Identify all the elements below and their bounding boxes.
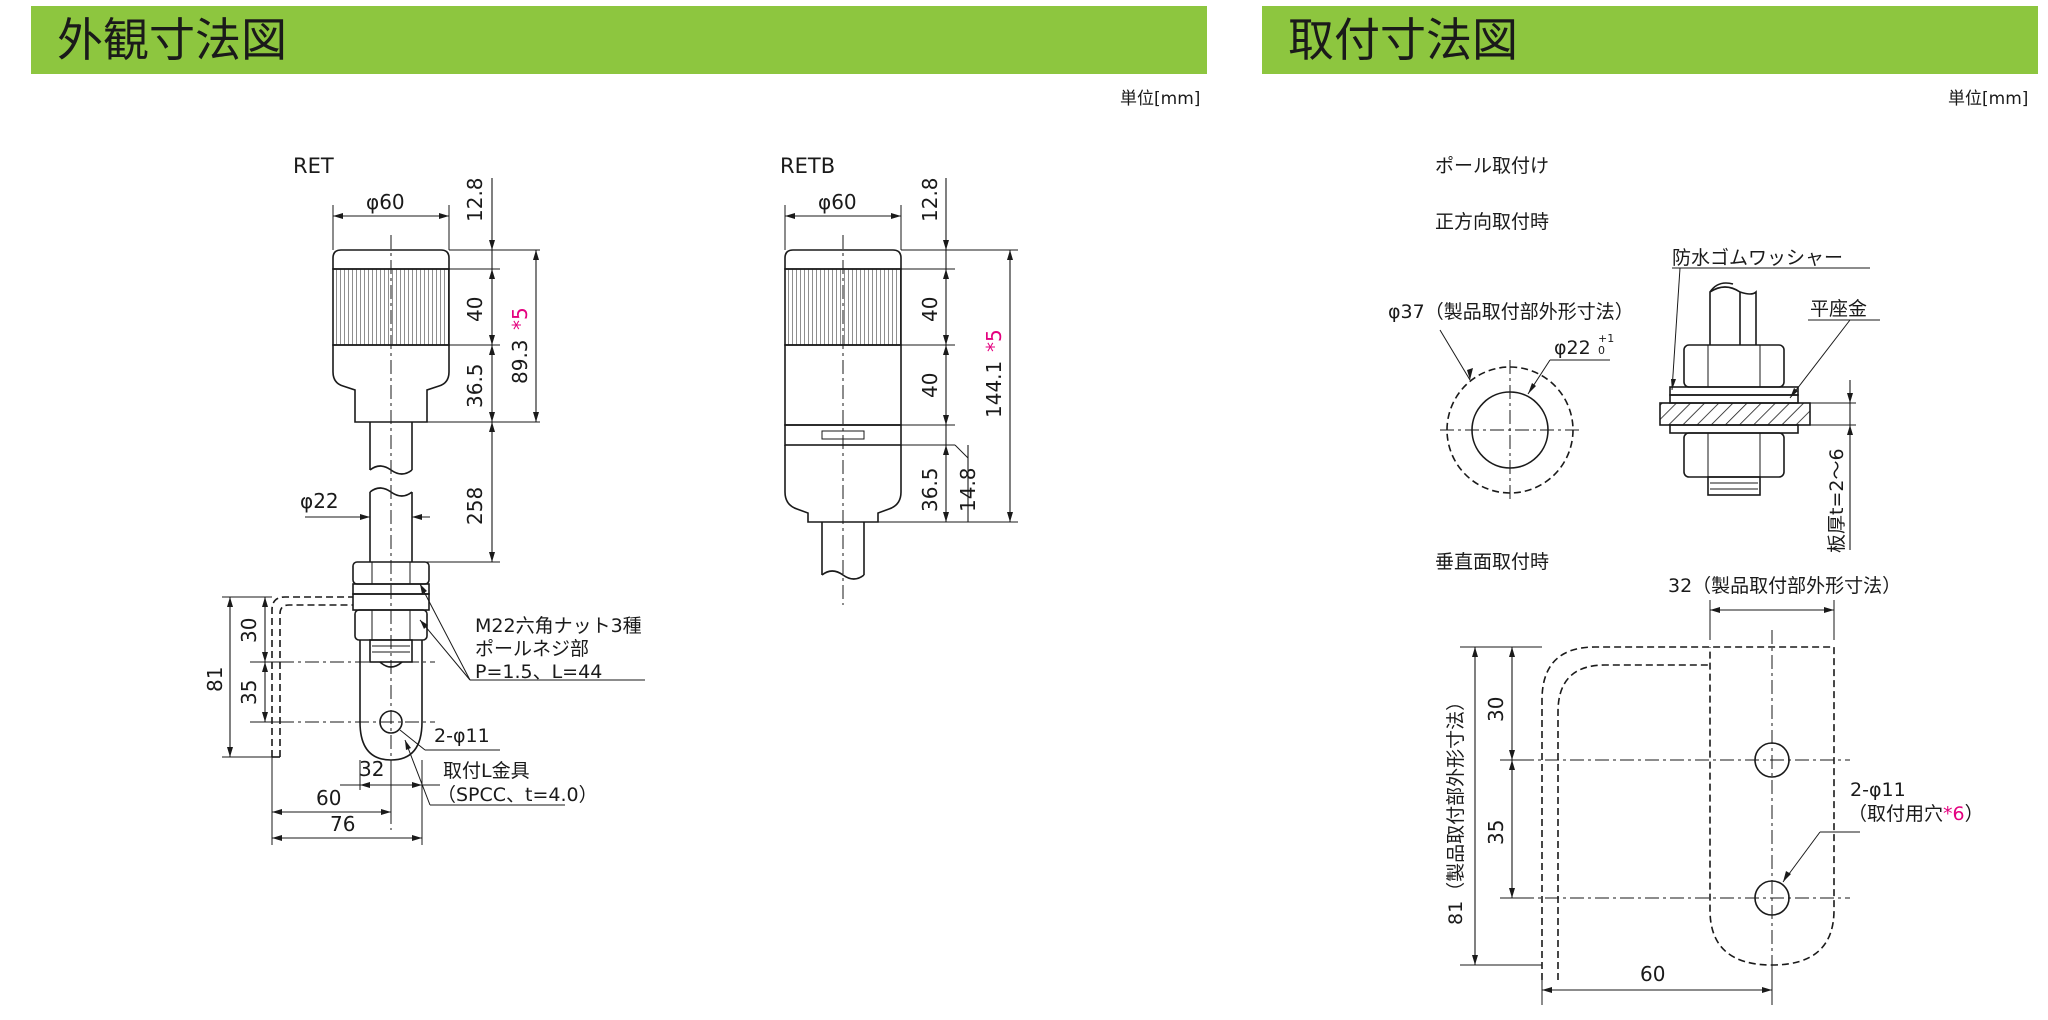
ret-drawing: RET xyxy=(203,154,645,845)
ret-note-mark: *5 xyxy=(508,307,532,330)
retb-lens-1 xyxy=(784,268,902,346)
ret-dim-32: 32 xyxy=(359,757,384,781)
vert-dim-35: 35 xyxy=(1484,820,1508,845)
ret-bracket-side xyxy=(271,596,353,757)
ret-dim-lens: 40 xyxy=(463,297,487,322)
ret-dim-pole: 258 xyxy=(463,487,487,525)
section-washer xyxy=(1669,386,1799,396)
flat-washer-label: 平座金 xyxy=(1810,298,1867,320)
retb-buzzer xyxy=(784,424,902,446)
retb-dim-total: 144.1 xyxy=(982,361,1006,418)
ret-thread-spec: P=1.5、L=44 xyxy=(475,661,602,683)
section-plate xyxy=(1659,402,1811,426)
right-title-banner: 取付寸法図 xyxy=(1262,6,2038,74)
ret-dim-35: 35 xyxy=(237,680,261,705)
front-mount-label: 正方向取付時 xyxy=(1435,211,1549,233)
ret-dim-60: 60 xyxy=(316,786,341,810)
section-pole xyxy=(1709,286,1757,345)
retb-dim-lens-2: 40 xyxy=(918,373,942,398)
ret-top-cap xyxy=(332,249,450,270)
bracket-hole-1 xyxy=(1754,742,1790,778)
vert-hole-label: 2-φ11 xyxy=(1850,779,1906,801)
vertical-mount-label: 垂直面取付時 xyxy=(1435,551,1549,573)
vert-hole-note: （取付用穴*6） xyxy=(1848,803,1984,825)
ret-model-label: RET xyxy=(293,154,334,178)
ret-thread-label: ポールネジ部 xyxy=(475,638,589,660)
ret-dia-pole: φ22 xyxy=(300,489,339,513)
retb-body xyxy=(784,445,902,523)
ret-hole-label: 2-φ11 xyxy=(434,725,490,747)
retb-model-label: RETB xyxy=(780,154,835,178)
bracket-hole-2 xyxy=(1754,880,1790,916)
pole-mount-label: ポール取付け xyxy=(1435,155,1549,177)
ret-dim-81: 81 xyxy=(203,667,227,692)
ret-dim-30: 30 xyxy=(237,618,261,643)
ret-lens xyxy=(332,268,450,346)
ret-pole-lower xyxy=(369,492,413,562)
retb-note-mark: *5 xyxy=(982,329,1006,352)
vertical-mount-drawing: 垂直面取付時 32（製品取付部外形寸法） 81（製品取付部外形寸法） 30 35… xyxy=(1435,551,1984,1005)
right-unit-label: 単位[mm] xyxy=(1948,89,2029,109)
retb-top-cap xyxy=(784,249,902,270)
retb-dim-small: 14.8 xyxy=(956,467,980,512)
ret-bracket-spec: （SPCC、t=4.0） xyxy=(437,784,598,806)
ret-dim-76: 76 xyxy=(330,812,355,836)
pole-mount-drawing: ポール取付け 正方向取付時 φ37（製品取付部外形寸法） φ22 +1 0 xyxy=(1388,155,1880,553)
plate-thickness-label: 板厚t=2～6 xyxy=(1826,448,1848,553)
right-panel-title: 取付寸法図 xyxy=(1288,13,1518,67)
hole-inner-label: φ22 xyxy=(1554,337,1591,359)
ret-pole-upper xyxy=(369,422,413,470)
vert-dim-30: 30 xyxy=(1484,697,1508,722)
width-label: 32（製品取付部外形寸法） xyxy=(1668,575,1901,597)
ret-dim-total: 89.3 xyxy=(508,339,532,384)
retb-drawing: RETB φ60 12.8 40 40 36.5 14.8 144. xyxy=(780,154,1018,605)
hole-outer-circle xyxy=(1446,366,1574,494)
washer-label: 防水ゴムワッシャー xyxy=(1672,247,1843,269)
tol-lower: 0 xyxy=(1598,344,1605,357)
hole-outer-label: φ37（製品取付部外形寸法） xyxy=(1388,301,1634,323)
ret-bracket-label: 取付L金具 xyxy=(443,760,530,782)
hole-inner-circle xyxy=(1471,391,1549,469)
left-title-banner: 外観寸法図 xyxy=(31,6,1207,74)
section-upper-nut xyxy=(1683,344,1785,388)
retb-dim-top: 12.8 xyxy=(918,177,942,222)
retb-dia-top: φ60 xyxy=(818,190,857,214)
retb-dim-lens-1: 40 xyxy=(918,297,942,322)
left-unit-label: 単位[mm] xyxy=(1120,89,1201,109)
bracket-outline-inner xyxy=(1557,664,1710,980)
ret-dim-top: 12.8 xyxy=(463,177,487,222)
ret-dim-body: 36.5 xyxy=(463,363,487,408)
vert-dim-60: 60 xyxy=(1640,962,1665,986)
ret-dia-top: φ60 xyxy=(366,190,405,214)
height-label: 81（製品取付部外形寸法） xyxy=(1445,692,1467,925)
left-panel-title: 外観寸法図 xyxy=(57,13,287,67)
bracket-outline-outer xyxy=(1541,646,1835,980)
ret-nut-label: M22六角ナット3種 xyxy=(475,615,642,637)
retb-dim-body: 36.5 xyxy=(918,467,942,512)
section-lower-nut xyxy=(1683,432,1785,478)
tol-upper: +1 xyxy=(1598,332,1614,345)
